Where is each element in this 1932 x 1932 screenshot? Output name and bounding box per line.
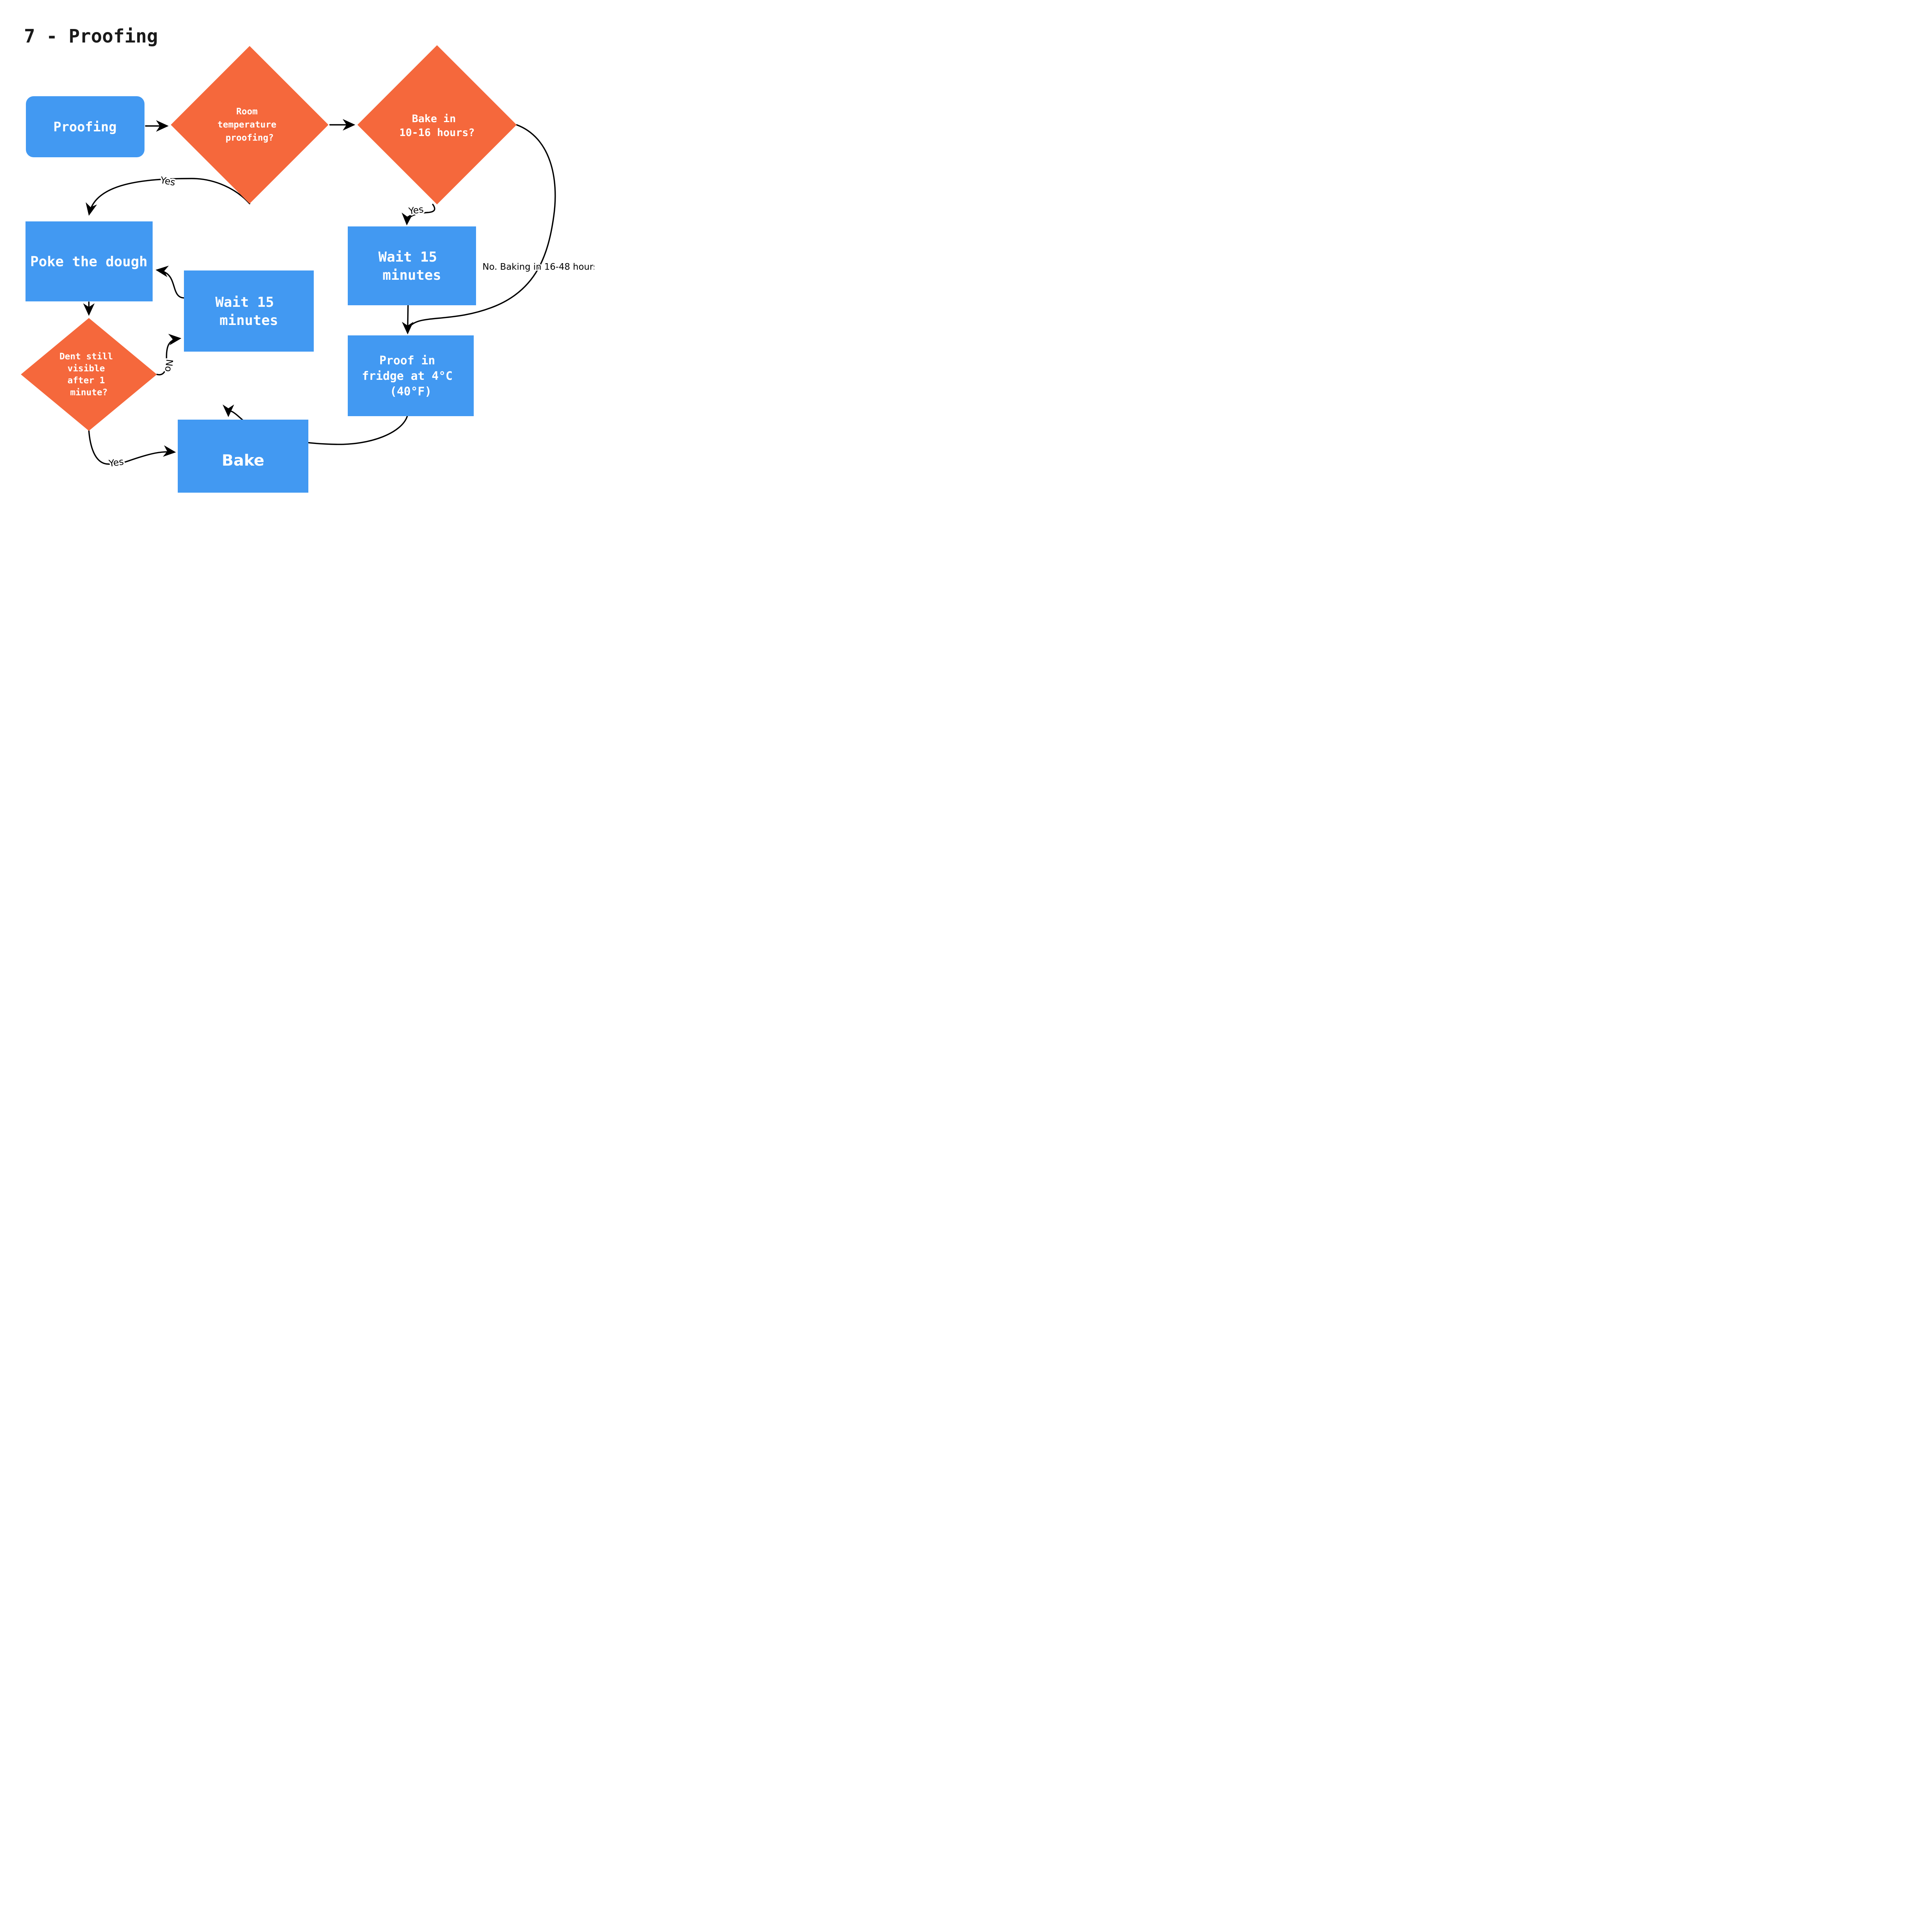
node-bake: Bake [178,420,308,493]
node-wait15-left-label: Wait 15 minutes [215,294,282,328]
node-wait15-left: Wait 15 minutes [184,270,314,352]
node-wait15-left-line1: Wait 15 [215,294,274,310]
node-poke: Poke the dough [26,221,153,301]
node-room-temp-line2: temperature [218,120,276,130]
edge-dent-no-to-wait15-left [156,333,182,376]
node-proof-fridge-line1: Proof in [379,354,435,367]
node-proofing: Proofing [26,96,145,157]
edge-dent-yes-to-bake [88,430,176,465]
edge-label-no-baking-16-48: No. Baking in 16-48 hours [483,262,594,272]
node-proof-fridge-line2: fridge at 4°C [362,369,453,383]
node-wait15-left-line2: minutes [219,313,278,328]
node-poke-shape [26,221,153,301]
node-proofing-shape [26,96,145,157]
node-bake-shape [178,420,308,493]
edges [83,119,556,465]
node-dent-shape [21,318,157,431]
node-proof-fridge-label: Proof in fridge at 4°C (40°F) [362,354,460,398]
node-dent-line3: after 1 [68,376,105,386]
node-proof-fridge-shape [348,335,474,416]
edge-label-yes-room-temp: Yes [159,175,176,188]
flowchart-canvas: 7 - Proofing Proofing Room temperature p… [21,26,594,493]
node-bake10-16-line1: Bake in [412,113,456,125]
node-poke-label: Poke the dough [30,254,147,270]
edge-label-yes-bake10-16: Yes [408,204,424,217]
node-bake10-16-line2: 10-16 hours? [399,127,474,139]
node-room-temp-shape [171,46,328,204]
node-dent-line1: Dent still [60,352,113,362]
node-wait15-right-shape [348,226,476,305]
node-dent-line4: minute? [70,388,108,398]
edge-bake10-16-no-to-proof-fridge [402,124,556,335]
node-proof-fridge-line3: (40°F) [390,385,432,398]
node-dent-label: Dent still visible after 1 minute? [60,352,118,398]
edge-label-yes-dent: Yes [108,456,124,469]
flowchart-page: 7 - Proofing Proofing Room temperature p… [0,0,594,493]
node-bake-label: Bake [222,452,264,469]
edge-label-no-dent: No [163,359,175,372]
node-dent-decision: Dent still visible after 1 minute? [21,318,157,431]
node-bake10-16-label: Bake in 10-16 hours? [399,113,474,139]
node-room-temp-decision: Room temperature proofing? [171,46,328,204]
node-bake10-16-shape [357,45,517,204]
node-room-temp-line3: proofing? [226,133,274,143]
node-proofing-label: Proofing [53,119,117,135]
node-wait15-right: Wait 15 minutes [348,226,476,305]
node-room-temp-line1: Room [236,107,257,117]
edge-bake10-16-yes-to-wait15-right [401,204,435,226]
node-dent-line2: visible [68,364,105,374]
node-wait15-left-shape [184,270,314,352]
edge-wait15-left-to-poke [155,265,185,299]
node-room-temp-label: Room temperature proofing? [218,107,282,143]
page-title: 7 - Proofing [24,26,158,47]
edge-room-temp-yes-to-poke [85,178,250,216]
node-wait15-right-line1: Wait 15 [378,249,437,265]
node-bake10-16-decision: Bake in 10-16 hours? [357,45,517,204]
node-proof-fridge: Proof in fridge at 4°C (40°F) [348,335,474,416]
node-wait15-right-line2: minutes [383,267,441,283]
node-wait15-right-label: Wait 15 minutes [378,249,445,283]
